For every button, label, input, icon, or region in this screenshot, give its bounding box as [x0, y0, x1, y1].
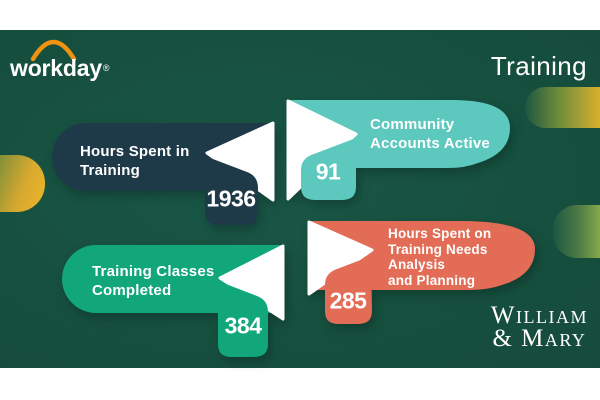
banner-label-training-needs: Hours Spent on Training Needs Analysis a… [388, 226, 491, 288]
banner-label-community-accounts: Community Accounts Active [370, 115, 490, 153]
decor-green-right-blob [553, 205, 600, 258]
banner-label-line: Training [80, 162, 140, 179]
banner-label-line: Completed [92, 282, 172, 299]
banner-value-training-needs: 285 [329, 287, 367, 314]
banner-label-line: Hours Spent in [80, 143, 190, 160]
banner-label-line: Analysis [388, 257, 446, 272]
william-mary-line2: & Mary [492, 325, 587, 352]
page-title: Training [490, 51, 587, 81]
banner-label-line: Training Classes [92, 263, 215, 280]
workday-wordmark: workday® [10, 55, 110, 81]
william-mary-line1: William [490, 302, 588, 329]
banner-label-classes-completed: Training Classes Completed [92, 262, 214, 300]
banner-label-line: Accounts Active [370, 135, 490, 152]
decor-gold-top-right-blob [525, 87, 600, 128]
banner-label-hours-training: Hours Spent in Training [80, 142, 189, 180]
registered-mark: ® [102, 63, 110, 73]
banner-label-line: and Planning [388, 272, 476, 288]
decor-gold-left-blob [0, 155, 45, 212]
banner-label-line: Hours Spent on [388, 226, 492, 241]
banner-value-community-accounts: 91 [315, 158, 341, 185]
william-mary-logo: William & Mary [490, 302, 588, 352]
banner-value-hours-training: 1936 [206, 185, 256, 212]
banner-value-classes-completed: 384 [224, 312, 262, 339]
workday-arc-icon [30, 39, 77, 62]
banner-label-line: Training Needs [388, 241, 488, 257]
banner-label-line: Community [370, 116, 455, 133]
workday-logo: workday® [10, 38, 120, 81]
